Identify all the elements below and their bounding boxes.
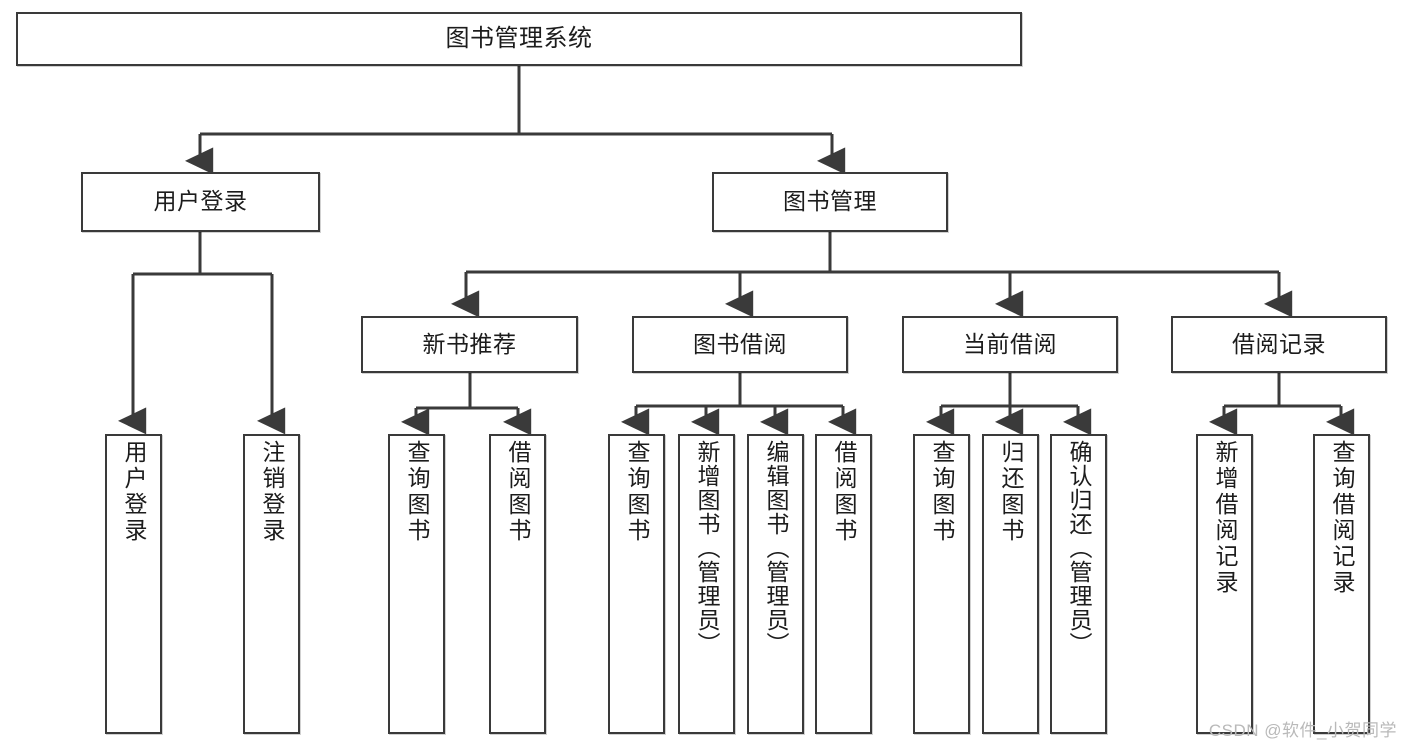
node-new-book-rec[interactable]: 新书推荐 xyxy=(361,316,578,373)
node-current-borrow[interactable]: 当前借阅 xyxy=(902,316,1118,373)
node-leaf-query-book-3[interactable]: 查询图书 xyxy=(913,434,970,734)
node-leaf-logout-label: 注销登录 xyxy=(259,440,285,544)
watermark: CSDN @软件_小贺同学 xyxy=(1208,721,1397,740)
node-book-borrow[interactable]: 图书借阅 xyxy=(632,316,848,373)
node-new-book-rec-label: 新书推荐 xyxy=(422,330,517,357)
node-leaf-add-book-label: 新增图书（管理员） xyxy=(694,440,720,656)
node-leaf-user-login-label: 用户登录 xyxy=(121,440,147,544)
node-user-login[interactable]: 用户登录 xyxy=(81,172,320,232)
node-book-manage[interactable]: 图书管理 xyxy=(712,172,948,232)
node-book-manage-label: 图书管理 xyxy=(783,188,877,215)
node-leaf-user-login[interactable]: 用户登录 xyxy=(105,434,162,734)
node-leaf-query-book-1[interactable]: 查询图书 xyxy=(388,434,445,734)
node-leaf-query-book-2[interactable]: 查询图书 xyxy=(608,434,665,734)
node-leaf-confirm-return-label: 确认归还（管理员） xyxy=(1066,440,1092,656)
node-leaf-edit-book-label: 编辑图书（管理员） xyxy=(763,440,789,656)
node-book-borrow-label: 图书借阅 xyxy=(693,330,787,357)
node-leaf-query-book-2-label: 查询图书 xyxy=(624,440,650,544)
node-root-label: 图书管理系统 xyxy=(445,24,593,52)
node-leaf-confirm-return[interactable]: 确认归还（管理员） xyxy=(1050,434,1107,734)
node-leaf-borrow-book-2-label: 借阅图书 xyxy=(831,440,857,544)
node-leaf-edit-book[interactable]: 编辑图书（管理员） xyxy=(747,434,804,734)
node-borrow-record-label: 借阅记录 xyxy=(1232,330,1326,357)
node-leaf-add-record[interactable]: 新增借阅记录 xyxy=(1196,434,1253,734)
node-root[interactable]: 图书管理系统 xyxy=(16,12,1022,66)
node-leaf-add-book[interactable]: 新增图书（管理员） xyxy=(678,434,735,734)
node-leaf-return-book[interactable]: 归还图书 xyxy=(982,434,1039,734)
node-leaf-borrow-book-1-label: 借阅图书 xyxy=(505,440,531,544)
node-current-borrow-label: 当前借阅 xyxy=(963,330,1057,357)
node-user-login-label: 用户登录 xyxy=(153,188,248,215)
node-leaf-logout[interactable]: 注销登录 xyxy=(243,434,300,734)
node-leaf-query-book-3-label: 查询图书 xyxy=(929,440,955,544)
node-leaf-query-record[interactable]: 查询借阅记录 xyxy=(1313,434,1370,734)
node-leaf-add-record-label: 新增借阅记录 xyxy=(1212,440,1238,596)
node-leaf-query-book-1-label: 查询图书 xyxy=(404,440,430,544)
node-borrow-record[interactable]: 借阅记录 xyxy=(1171,316,1387,373)
node-leaf-borrow-book-2[interactable]: 借阅图书 xyxy=(815,434,872,734)
node-leaf-query-record-label: 查询借阅记录 xyxy=(1329,440,1355,596)
node-leaf-return-book-label: 归还图书 xyxy=(998,440,1024,544)
node-leaf-borrow-book-1[interactable]: 借阅图书 xyxy=(489,434,546,734)
